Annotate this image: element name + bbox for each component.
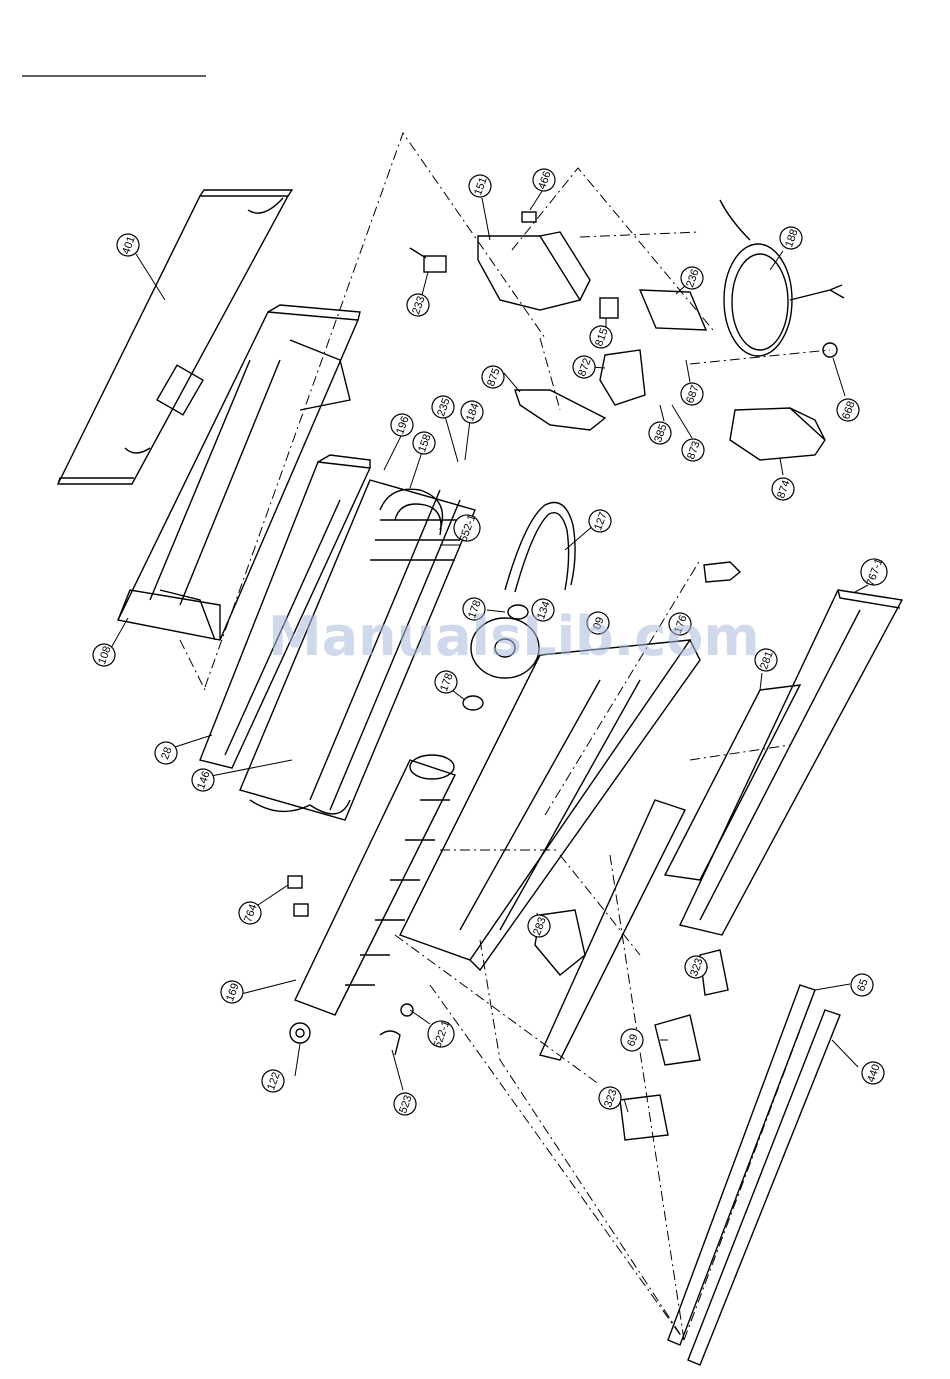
callout-188: 188	[777, 224, 805, 252]
part-872-bracket	[600, 350, 645, 405]
part-188-power-cord	[720, 200, 844, 356]
callout-815: 815	[587, 323, 615, 351]
part-323-clip-lower	[620, 1095, 668, 1140]
callout-69: 69	[618, 1026, 646, 1054]
callout-385: 385	[646, 419, 674, 447]
part-151-control-box	[478, 212, 590, 310]
callout-522-1: 522-1	[424, 1016, 458, 1051]
callout-874: 874	[769, 475, 797, 503]
watermark: ManualsLib.com	[268, 605, 760, 668]
part-233-terminal	[410, 248, 446, 272]
part-127-drain-hose	[505, 503, 575, 593]
part-169-cross-flow-fan	[295, 755, 455, 1015]
callout-235: 235	[429, 393, 457, 421]
callout-668: 668	[834, 396, 862, 424]
callout-127: 127	[586, 507, 614, 535]
callout-28: 28	[152, 739, 180, 767]
reference-tag	[704, 562, 740, 582]
callout-151: 151	[466, 172, 494, 200]
part-vane-link	[540, 800, 685, 1060]
part-522-1-bushing	[401, 1004, 413, 1016]
part-158-pipe-assembly	[380, 489, 443, 535]
callout-169: 169	[218, 978, 246, 1006]
callout-401: 401	[114, 231, 142, 259]
part-65-louver	[668, 985, 815, 1345]
callout-323-lower: 323	[596, 1084, 624, 1112]
part-815-relay	[600, 298, 618, 318]
part-523-link	[380, 1031, 400, 1055]
callout-158: 158	[410, 429, 438, 457]
callout-65: 65	[848, 971, 876, 999]
callout-875: 875	[479, 363, 507, 391]
callout-440: 440	[859, 1059, 887, 1087]
part-122-bearing	[290, 1023, 310, 1043]
callout-767-1: 767-1	[857, 554, 891, 589]
part-440-louver	[688, 1010, 840, 1365]
callout-323-upper: 323	[682, 953, 710, 981]
callout-108: 108	[90, 641, 118, 669]
callout-764: 764	[236, 899, 264, 927]
callout-523: 523	[391, 1090, 419, 1118]
part-874-box	[730, 408, 825, 460]
callout-122: 122	[259, 1067, 287, 1095]
part-401-mounting-plate	[58, 190, 292, 484]
callout-872: 872	[570, 353, 598, 381]
callout-146: 146	[189, 766, 217, 794]
part-764-rubber-mount	[288, 876, 308, 916]
callout-466: 466	[530, 166, 558, 194]
callout-178-lower: 178	[432, 668, 460, 696]
callout-687: 687	[678, 380, 706, 408]
callout-196: 196	[388, 411, 416, 439]
callout-283: 283	[525, 912, 553, 940]
callout-184: 184	[458, 398, 486, 426]
callout-233: 233	[404, 291, 432, 319]
callout-873: 873	[679, 436, 707, 464]
